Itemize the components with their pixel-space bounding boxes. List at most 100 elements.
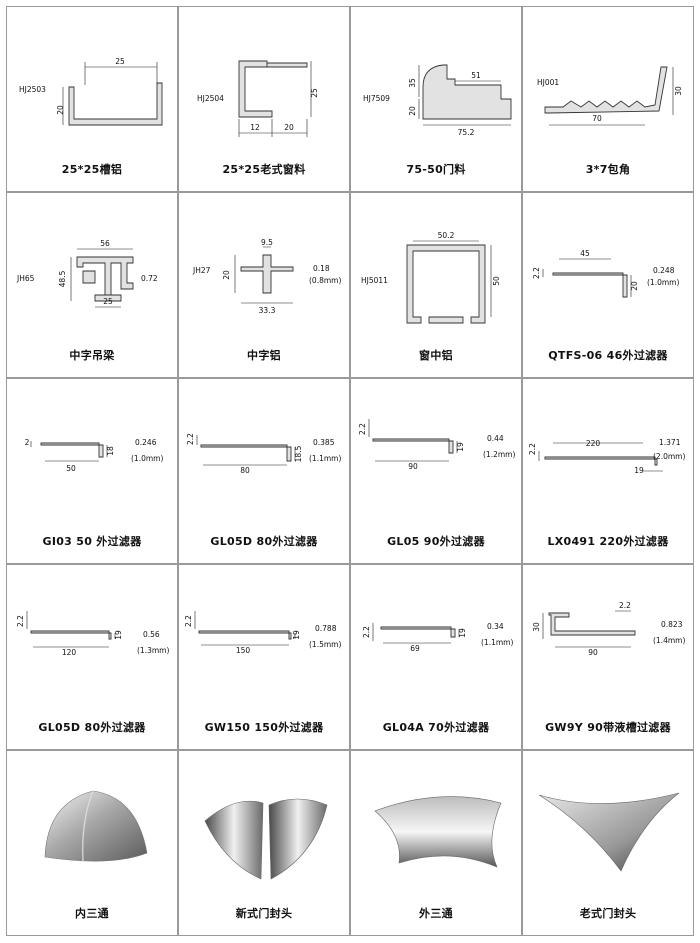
profile-drawing-hj2503: 25 20 HJ2503 [19, 57, 163, 126]
model-code: HJ2503 [19, 85, 46, 94]
profile-drawing-jh65: 56 48.5 25 0.72 JH65 [16, 239, 158, 308]
profile-drawing-hj2504: 12 20 25 HJ2504 [197, 60, 319, 137]
dim-height: 48.5 [58, 270, 67, 287]
product-caption: 75-50门料 [406, 163, 466, 176]
dim-lip: 2.2 [528, 443, 537, 455]
profile-shape [422, 64, 512, 120]
dim-lip: 2.2 [619, 601, 631, 610]
dim-height: 19 [458, 628, 467, 638]
weight: 0.385 [313, 438, 335, 447]
dim-height: 19 [456, 442, 465, 452]
dim-width: 25 [115, 57, 125, 66]
dim-width: 120 [62, 648, 77, 657]
profile-shape [552, 272, 628, 298]
product-cell-hj2504: 12 20 25 HJ2504 25*25老式窗料 [178, 6, 350, 192]
product-caption: 25*25老式窗料 [222, 163, 306, 176]
weight: 0.246 [135, 438, 157, 447]
dim-lip: 2.2 [16, 615, 25, 627]
profile-drawing-hj5011: 50.2 50 HJ5011 [361, 231, 501, 324]
dim-slot: 9.5 [261, 238, 273, 247]
product-caption: GW9Y 90带液槽过滤器 [545, 721, 671, 734]
weight: 0.18 [313, 264, 330, 273]
inner-tee-image [44, 790, 148, 862]
product-caption: GL05 90外过滤器 [387, 535, 485, 548]
profile-shape [76, 256, 134, 302]
thickness: (1.4mm) [653, 636, 685, 645]
product-cell-jh27: 9.5 20 33.3 0.18 (0.8mm) JH27 中字铝 [178, 192, 350, 378]
product-caption: 老式门封头 [579, 907, 637, 920]
product-caption: GL05D 80外过滤器 [210, 535, 318, 548]
profile-shape [380, 626, 456, 638]
profile-shape [406, 244, 486, 324]
dim-height: 19 [292, 630, 301, 640]
product-caption: 新式门封头 [235, 907, 293, 920]
dim-lip: 2.2 [358, 423, 367, 435]
product-cell-gl05d-120: 2.2 120 19 0.56 (1.3mm) GL05D 80外过滤器 [6, 564, 178, 750]
profile-drawing-gw9y: 30 2.2 90 0.823 (1.4mm) [532, 601, 685, 657]
thickness: (2.0mm) [653, 452, 685, 461]
weight: 1.371 [659, 438, 681, 447]
product-cell-gl04a: 2.2 69 19 0.34 (1.1mm) GL04A 70外过滤器 [350, 564, 522, 750]
dim-lip: 2.2 [184, 615, 193, 627]
profile-shape [240, 254, 294, 294]
thickness: (1.0mm) [647, 278, 679, 287]
dim-width: 75.2 [458, 128, 475, 137]
profile-shape [68, 82, 163, 126]
product-cell-hj001: 70 30 HJ001 3*7包角 [522, 6, 694, 192]
model-code: HJ7509 [363, 94, 390, 103]
dim-lip: 2.2 [532, 267, 541, 279]
outer-tee-image [374, 796, 502, 868]
dim-height: 19 [634, 466, 644, 475]
dim-width: 50.2 [438, 231, 455, 240]
dim-height: 20 [56, 105, 65, 115]
thickness: (1.0mm) [131, 454, 163, 463]
profile-shape [198, 630, 292, 640]
model-code: HJ5011 [361, 276, 388, 285]
model-code: HJ2504 [197, 94, 224, 103]
new-door-cap-image [204, 798, 328, 880]
product-cell-outer-tee: 外三通 [350, 750, 522, 936]
thickness: (0.8mm) [309, 276, 341, 285]
product-cell-gw150: 2.2 150 19 0.788 (1.5mm) GW150 150外过滤器 [178, 564, 350, 750]
product-caption: GI03 50 外过滤器 [42, 535, 142, 548]
dim-width: 56 [100, 239, 110, 248]
dim-height: 18 [106, 446, 115, 456]
dim-width: 33.3 [259, 306, 276, 315]
profile-drawing-gl05d-120: 2.2 120 19 0.56 (1.3mm) [16, 611, 169, 657]
weight: 0.72 [141, 274, 158, 283]
model-code: HJ001 [537, 78, 559, 87]
product-cell-lx0491: 2.2 220 19 1.371 (2.0mm) LX0491 220外过滤器 [522, 378, 694, 564]
dim-height: 25 [310, 88, 319, 98]
product-caption: 3*7包角 [585, 163, 631, 176]
profile-drawing-hj001: 70 30 HJ001 [537, 66, 683, 126]
profile-shape [238, 60, 308, 118]
product-caption: 窗中铝 [419, 349, 453, 362]
dim-width: 50 [66, 464, 76, 473]
thickness: (1.1mm) [309, 454, 341, 463]
profile-drawing-qtfs06: 45 2.2 20 0.248 (1.0mm) [532, 249, 679, 298]
profile-shape [372, 438, 454, 454]
profile-shape [40, 442, 104, 458]
product-cell-jh65: 56 48.5 25 0.72 JH65 中字吊梁 [6, 192, 178, 378]
profile-drawing-gl05-90: 2.2 90 19 0.44 (1.2mm) [358, 419, 515, 471]
product-caption: GW150 150外过滤器 [204, 721, 324, 734]
profile-shape [544, 66, 668, 114]
dim-width: 150 [236, 646, 251, 655]
profile-shape [544, 456, 658, 466]
product-cell-gl05-90: 2.2 90 19 0.44 (1.2mm) GL05 90外过滤器 [350, 378, 522, 564]
dim-height: 30 [674, 86, 683, 96]
profile-shape [200, 444, 292, 462]
product-caption: LX0491 220外过滤器 [547, 535, 669, 548]
product-caption: GL04A 70外过滤器 [382, 721, 490, 734]
dim-height: 18.5 [294, 445, 303, 462]
dim-width: 90 [408, 462, 418, 471]
dim-lip: 2.2 [186, 433, 195, 445]
profile-drawing-gl04a: 2.2 69 19 0.34 (1.1mm) [362, 622, 513, 653]
product-cell-new-door-cap: 新式门封头 [178, 750, 350, 936]
product-cell-qtfs06: 45 2.2 20 0.248 (1.0mm) QTFS-06 46外过滤器 [522, 192, 694, 378]
product-cell-old-door-cap: 老式门封头 [522, 750, 694, 936]
profile-drawing-gl05d-80: 2.2 80 18.5 0.385 (1.1mm) [186, 433, 341, 475]
model-code: JH27 [192, 266, 211, 275]
weight: 0.823 [661, 620, 683, 629]
